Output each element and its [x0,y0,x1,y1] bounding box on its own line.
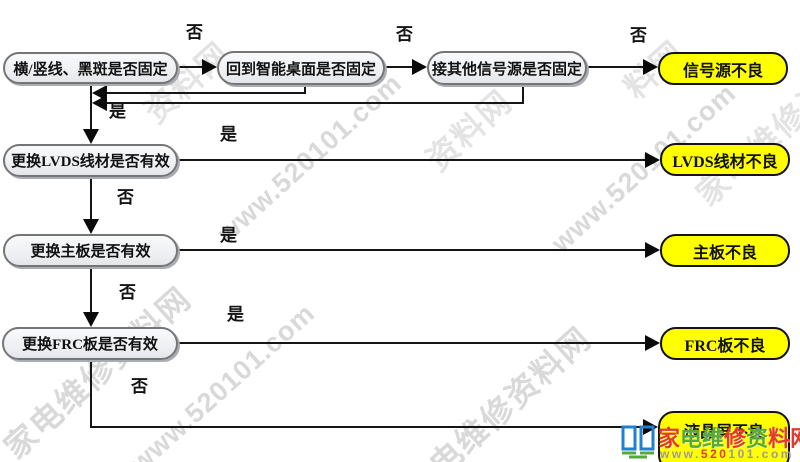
decision-box-replace-lvds: 更换LVDS线材是否有效 [3,144,178,177]
arrowhead-icon [202,59,217,75]
no-label: 否 [630,26,647,45]
logo-url-highlight: 520 [700,447,729,461]
arrowhead-icon [92,95,107,111]
watermark: 家电维修资料网 [0,279,199,462]
connector-line [90,177,92,220]
decision-box-replace-frc: 更换FRC板是否有效 [2,327,178,360]
yes-label: 是 [220,226,237,245]
logo-url-prefix: www. [660,447,701,461]
arrowhead-icon [83,312,99,327]
watermark: 家电维修资料网 [397,319,599,462]
no-label: 否 [119,283,136,302]
arrowhead-icon [645,152,660,168]
connector-line [107,102,524,104]
logo-char: 家 [658,426,681,451]
site-logo-name: 家电维修资料网 [658,421,800,453]
logo-char: 修 [724,426,747,451]
decision-box-replace-mainboard: 更换主板是否有效 [3,234,178,267]
open-book-icon [621,425,655,459]
arrowhead-icon [643,59,658,75]
arrowhead-icon [412,59,427,75]
decision-box-lines-fixed: 横/竖线、黑斑是否固定 [3,52,178,84]
arrowhead-icon [83,219,99,234]
arrowhead-icon [645,335,660,351]
logo-char: 网 [790,426,800,451]
connector-line [107,92,306,94]
no-label: 否 [117,188,134,207]
connector-line [304,84,306,94]
decision-box-smart-desktop: 回到智能桌面是否固定 [217,51,385,85]
connector-line [90,426,644,428]
connector-line [90,84,92,130]
result-box-lcd-panel-bad: 液晶屏不良 [658,411,790,462]
result-box-lvds-cable-bad: LVDS线材不良 [660,143,790,176]
no-label: 否 [396,25,413,44]
watermark: www.520101.com [124,297,321,462]
connector-line [587,66,645,68]
connector-line [178,342,645,344]
result-box-frc-board-bad: FRC板不良 [660,327,790,360]
arrowhead-icon [645,242,660,258]
no-label: 否 [186,23,203,42]
arrowhead-icon [83,129,99,144]
result-box-mainboard-bad: 主板不良 [660,234,790,267]
watermark: 家电维修资料网 [689,26,800,213]
connector-line [385,66,414,68]
watermark: 资料网 [419,82,520,178]
logo-char: 资 [746,426,769,451]
logo-char: 料 [768,426,791,451]
yes-label: 是 [109,102,126,121]
logo-url-suffix: 101.com [728,447,794,461]
yes-label: 是 [220,125,237,144]
logo-char: 维 [702,426,725,451]
connector-line [90,360,92,428]
connector-line [522,84,524,104]
no-label: 否 [131,377,148,396]
connector-line [178,66,204,68]
site-logo-url: www.520101.com [660,447,794,461]
result-box-signal-source-bad: 信号源不良 [658,52,788,85]
connector-line [90,267,92,313]
site-logo: 家电维修资料网 www.520101.com [618,420,800,462]
connector-line [178,249,645,251]
decision-box-other-source: 接其他信号源是否固定 [427,51,587,85]
yes-label: 是 [227,305,244,324]
connector-line [178,159,645,161]
logo-char: 电 [680,426,703,451]
